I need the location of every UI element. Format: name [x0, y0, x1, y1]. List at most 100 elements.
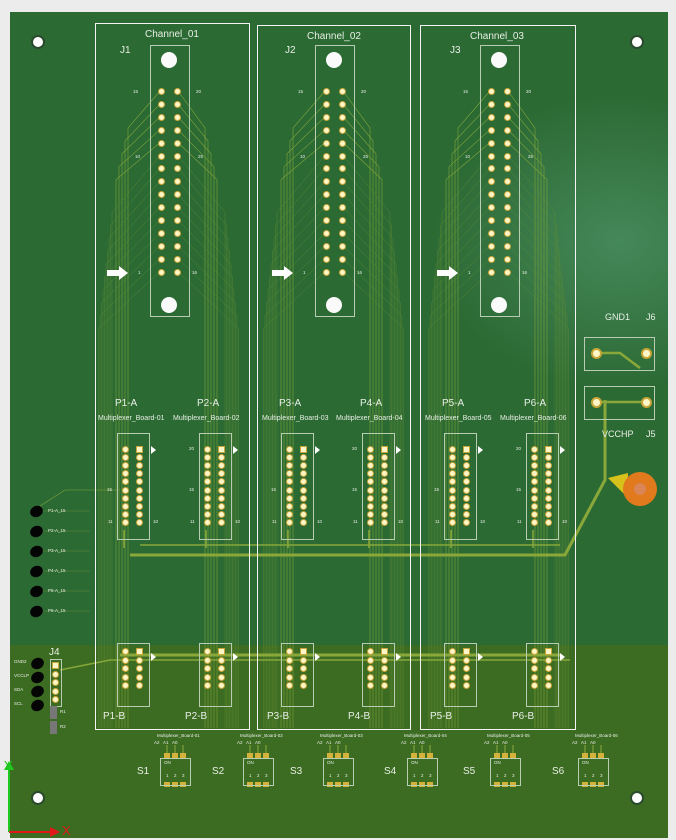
header-pin — [300, 462, 307, 470]
switch-pad — [343, 753, 349, 758]
trace — [342, 168, 392, 728]
connector-pin — [174, 100, 181, 108]
pin-number-label: 15 — [189, 487, 195, 492]
dip-switch[interactable] — [243, 758, 274, 786]
header-pin — [286, 518, 293, 526]
trace — [596, 351, 641, 369]
dip-switch[interactable] — [578, 758, 609, 786]
pin-number-label: 1 — [303, 270, 306, 275]
header-pin — [463, 656, 470, 664]
header-pin — [367, 656, 374, 664]
trace — [118, 129, 161, 728]
header-pin — [449, 478, 456, 486]
pin-number-label: 20 — [526, 89, 532, 94]
j6-pad[interactable] — [591, 348, 602, 359]
header-a-label: P3-A — [279, 398, 302, 409]
trace — [107, 194, 161, 728]
j5-pad[interactable] — [641, 397, 652, 408]
dip-switch[interactable] — [490, 758, 521, 786]
pin-number-label: 11 — [353, 519, 358, 524]
header-b-outline — [526, 643, 559, 707]
mounting-hole — [630, 35, 644, 49]
switch-address-label: A1 — [493, 740, 499, 745]
connector-pin — [174, 165, 181, 173]
dip-switch[interactable] — [323, 758, 354, 786]
header-pin — [531, 502, 538, 510]
connector-pin — [504, 126, 511, 134]
connector-pin — [488, 152, 495, 160]
header-pin — [122, 656, 129, 664]
header-pin — [381, 656, 388, 664]
connector-pin — [158, 113, 165, 121]
connector-pin — [504, 217, 511, 224]
switch-board-label: Multiplexer_Board-02 — [240, 733, 283, 738]
switch-pad — [247, 753, 253, 758]
pin-number-label: 16 — [522, 270, 528, 275]
connector-body — [480, 45, 520, 317]
pin-number-label: 15 — [516, 487, 522, 492]
connector-pin — [504, 88, 511, 95]
connector-pin — [488, 165, 495, 173]
trace — [177, 219, 233, 728]
trace — [507, 168, 557, 728]
trace — [115, 142, 161, 728]
connector-pin — [323, 100, 330, 108]
j4-pin-label: VCCLP — [14, 673, 30, 678]
header-pin — [381, 648, 388, 655]
header-pin — [449, 502, 456, 510]
switch-pad — [494, 782, 500, 787]
dip-switch[interactable] — [407, 758, 438, 786]
switch-position-label: 2 — [421, 773, 424, 778]
pin1-marker-icon — [233, 653, 238, 661]
pin1-marker-icon — [396, 653, 401, 661]
header-pin — [122, 518, 129, 526]
dip-switch[interactable] — [160, 758, 191, 786]
header-pin — [136, 446, 143, 453]
header-pin — [218, 502, 225, 510]
connector-pin — [488, 126, 495, 134]
header-a-label: P2-A — [197, 398, 220, 409]
switch-pad — [427, 782, 433, 787]
pin-number-label: 15 — [298, 89, 304, 94]
test-pad-label: P2-A_15 — [48, 528, 66, 533]
header-pin — [367, 502, 374, 510]
pin-number-label: 11 — [272, 519, 277, 524]
j5-pad[interactable] — [591, 397, 602, 408]
j6-pad[interactable] — [641, 348, 652, 359]
trace — [177, 168, 227, 728]
header-pin — [204, 502, 211, 510]
header-pin — [531, 518, 538, 526]
switch-pad — [590, 782, 596, 787]
header-pin — [463, 446, 470, 453]
header-pin — [449, 682, 456, 689]
pin1-marker-icon — [478, 653, 483, 661]
header-b-outline — [444, 643, 477, 707]
connector-pin — [488, 113, 495, 121]
switch-pad — [598, 782, 604, 787]
trace — [507, 181, 559, 728]
header-pin — [136, 682, 143, 689]
switch-pad — [411, 782, 417, 787]
trace — [507, 194, 560, 728]
header-pin — [300, 648, 307, 655]
j5-net-label: VCCHP — [602, 429, 634, 439]
header-pin — [218, 446, 225, 453]
mounting-hole — [491, 297, 507, 313]
header-pin — [122, 454, 129, 462]
channel-title: Channel_03 — [470, 31, 524, 42]
header-pin — [218, 470, 225, 478]
header-a-outline — [281, 433, 314, 540]
switch-label: S5 — [463, 766, 476, 777]
header-pin — [463, 486, 470, 494]
header-pin — [52, 670, 59, 678]
header-pin — [463, 518, 470, 526]
j5-outline — [584, 386, 655, 420]
resistor — [50, 706, 57, 719]
header-pin — [449, 486, 456, 494]
header-pin — [381, 486, 388, 494]
connector-pin — [323, 268, 330, 276]
board-name-label: Multiplexer_Board-05 — [425, 415, 492, 422]
switch-address-label: A2 — [401, 740, 407, 745]
pin1-marker-icon — [560, 653, 565, 661]
pin1-arrow-icon — [437, 266, 459, 280]
